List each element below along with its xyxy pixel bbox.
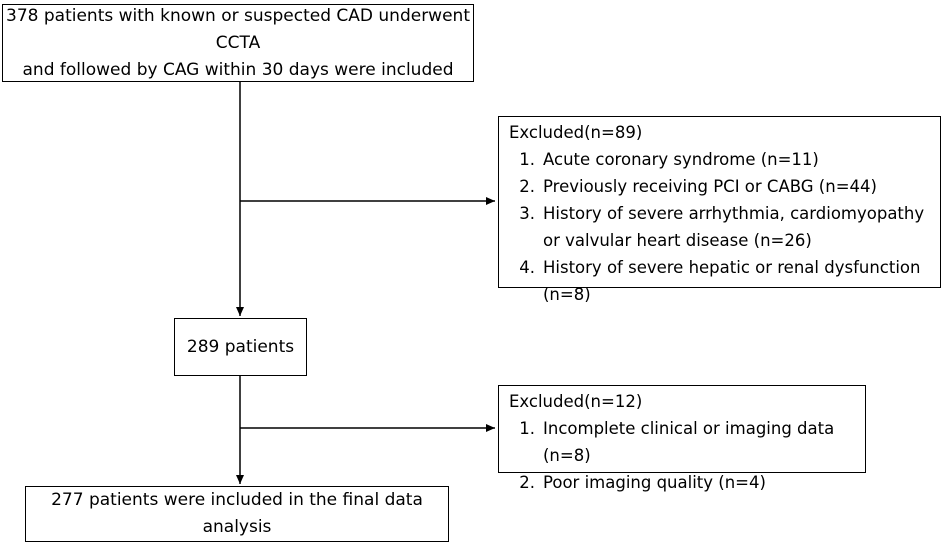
- initial-cohort-line-1: 378 patients with known or suspected CAD…: [6, 5, 470, 53]
- list-item-text: Acute coronary syndrome (n=11): [543, 150, 819, 169]
- initial-cohort-line-2: and followed by CAG within 30 days were …: [22, 59, 454, 80]
- list-item: 4. History of severe hepatic or renal dy…: [509, 254, 932, 308]
- list-item: 2. Poor imaging quality (n=4): [509, 469, 857, 496]
- exclusion-box-1: Excluded(n=89) 1. Acute coronary syndrom…: [498, 116, 941, 304]
- list-item-text: History of severe arrhythmia, cardiomyop…: [543, 204, 925, 250]
- intermediate-cohort-text: 289 patients: [186, 336, 295, 357]
- list-item-text: Incomplete clinical or imaging data (n=8…: [543, 419, 835, 465]
- list-item-number: 1.: [519, 150, 535, 169]
- list-item-text: History of severe hepatic or renal dysfu…: [543, 258, 921, 304]
- list-item-number: 4.: [519, 258, 535, 277]
- exclusion-box-2: Excluded(n=12) 1. Incomplete clinical or…: [498, 385, 866, 492]
- final-cohort-text: 277 patients were included in the final …: [51, 490, 423, 537]
- list-item: 3. History of severe arrhythmia, cardiom…: [509, 200, 932, 254]
- exclusion-2-header: Excluded(n=12): [509, 392, 643, 411]
- intermediate-cohort-box: 289 patients: [174, 318, 307, 376]
- list-item: 2. Previously receiving PCI or CABG (n=4…: [509, 173, 932, 200]
- list-item: 1. Incomplete clinical or imaging data (…: [509, 415, 857, 469]
- exclusion-1-list: 1. Acute coronary syndrome (n=11) 2. Pre…: [509, 146, 932, 308]
- list-item-text: Poor imaging quality (n=4): [543, 473, 766, 492]
- exclusion-2-list: 1. Incomplete clinical or imaging data (…: [509, 415, 857, 496]
- initial-cohort-box: 378 patients with known or suspected CAD…: [2, 4, 474, 82]
- list-item-number: 2.: [519, 473, 535, 492]
- final-cohort-box: 277 patients were included in the final …: [25, 486, 449, 542]
- list-item-number: 3.: [519, 204, 535, 223]
- list-item-text: Previously receiving PCI or CABG (n=44): [543, 177, 877, 196]
- list-item-number: 1.: [519, 419, 535, 438]
- list-item-number: 2.: [519, 177, 535, 196]
- list-item: 1. Acute coronary syndrome (n=11): [509, 146, 932, 173]
- exclusion-1-header: Excluded(n=89): [509, 123, 643, 142]
